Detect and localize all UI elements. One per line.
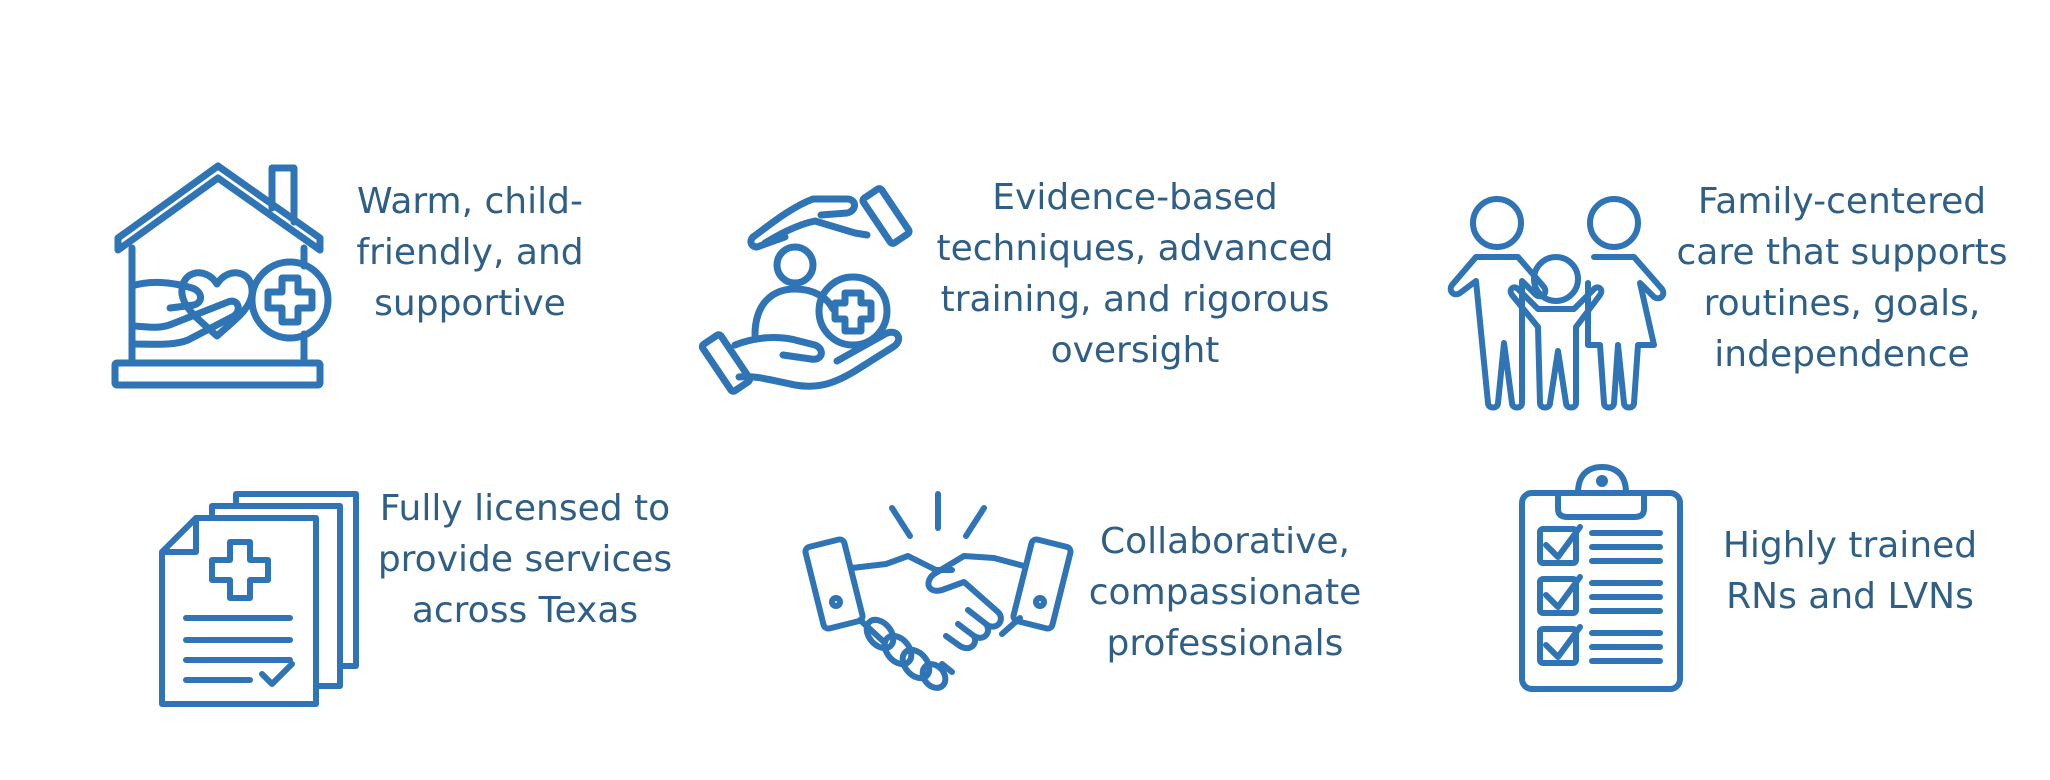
feature-label: Fully licensed to provide services acros… [360,483,690,636]
feature-label-line: training, and rigorous [940,279,1330,320]
feature-label-line: Evidence-based [992,177,1278,218]
feature-label: Evidence-based techniques, advanced trai… [935,172,1335,376]
feature-label: Highly trained RNs and LVNs [1700,520,2000,622]
family-icon [1442,195,1672,415]
feature-label-line: Family-centered [1697,181,1987,222]
feature-label-line: Collaborative, [1100,521,1350,562]
feature-label: Collaborative, compassionate professiona… [1075,516,1375,669]
feature-label-line: techniques, advanced [936,228,1334,269]
hands-care-icon [695,185,925,405]
clipboard-checklist-icon [1518,463,1688,695]
feature-label-line: RNs and LVNs [1726,576,1974,617]
feature-label-line: professionals [1106,623,1344,664]
feature-label-line: independence [1714,334,1970,375]
feature-label-line: care that supports [1676,232,2008,273]
medical-documents-icon [158,490,368,712]
handshake-icon [802,490,1074,691]
feature-label-line: routines, goals, [1703,283,1981,324]
house-care-icon [110,158,332,393]
feature-label-line: Fully licensed to [379,488,671,529]
feature-label-line: compassionate [1088,572,1362,613]
feature-label-line: provide services [377,539,673,580]
feature-label-line: friendly, and [356,232,584,273]
feature-label: Family-centered care that supports routi… [1662,176,2022,380]
feature-label-line: across Texas [411,590,639,631]
feature-label-line: Highly trained [1722,525,1978,566]
feature-label-line: oversight [1050,330,1220,371]
feature-label: Warm, child- friendly, and supportive [350,176,590,329]
feature-label-line: supportive [374,283,566,324]
feature-label-line: Warm, child- [357,181,583,222]
